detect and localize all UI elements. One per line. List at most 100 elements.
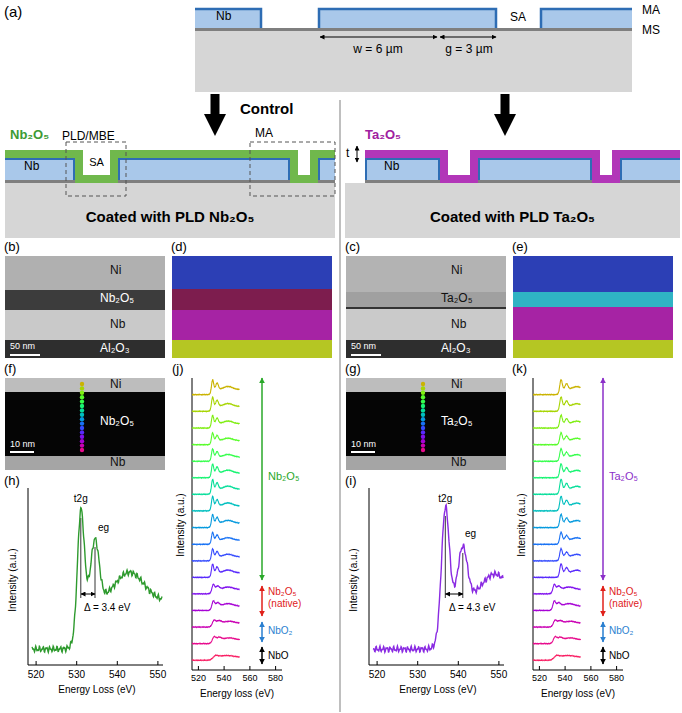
nb2o5-coated-device xyxy=(250,142,335,196)
tem-image xyxy=(346,309,506,340)
panel-letter: (d) xyxy=(171,240,187,255)
ta2o5-coated-device xyxy=(365,150,680,183)
figure-label: Nb₂O₅ xyxy=(100,415,134,429)
tem-image xyxy=(5,256,165,358)
plot-axes xyxy=(602,378,604,580)
figure-label: Al₂O₃ xyxy=(100,342,130,356)
eels-trace xyxy=(533,448,581,461)
control-device xyxy=(540,8,632,28)
eds-map xyxy=(172,340,332,358)
stem-image xyxy=(5,456,165,470)
stem-image xyxy=(346,456,506,470)
control-device xyxy=(195,9,632,28)
scan-point xyxy=(80,404,84,408)
eds-map xyxy=(172,289,332,310)
figure-label: MA xyxy=(255,127,273,141)
eels-trace xyxy=(533,496,581,511)
plot-axes xyxy=(261,586,263,616)
device-band: Control xyxy=(195,8,632,92)
nb2o5-coated-device xyxy=(5,180,75,183)
figure-label: 580 xyxy=(268,673,283,683)
nb2o5-coated-device xyxy=(118,158,290,180)
figure-label: t2g xyxy=(438,493,452,505)
eels-trace xyxy=(533,464,581,478)
eels-spectrum xyxy=(32,508,162,653)
nb2o5-coated-device xyxy=(83,150,110,175)
figure-label: Energy Loss (eV) xyxy=(399,684,476,696)
ta2o5-coated-device xyxy=(366,159,680,180)
tem-image xyxy=(351,354,381,356)
scan-point xyxy=(80,395,84,399)
figure-label: 530 xyxy=(409,669,426,681)
panel-letter: (j) xyxy=(172,362,184,377)
figure-label: Nb xyxy=(451,318,466,332)
plot-axes xyxy=(198,666,275,670)
tem-image xyxy=(346,292,506,307)
eels-trace xyxy=(192,549,240,562)
device-band: Coated with PLD Ta₂O₅ xyxy=(345,140,680,238)
eels-trace xyxy=(533,397,581,412)
eels-trace xyxy=(533,479,581,494)
tem-image xyxy=(5,256,165,290)
figure-label: PLD/MBE xyxy=(62,130,115,144)
scan-point xyxy=(80,430,84,434)
scan-point xyxy=(421,391,425,395)
eels-trace xyxy=(192,601,240,611)
tem-image xyxy=(346,256,506,292)
tem-image xyxy=(5,290,165,310)
scan-point xyxy=(421,430,425,434)
figure-label: Intensity (a.u.) xyxy=(348,548,360,611)
figure-label: Intensity (a.u.) xyxy=(516,493,528,556)
scan-point xyxy=(80,399,84,403)
figure-label: eg xyxy=(98,522,109,534)
control-device xyxy=(320,37,437,38)
scan-point xyxy=(421,395,425,399)
eels-trace xyxy=(192,433,240,445)
figure-label: Nb₂O₅ (native) xyxy=(268,586,326,609)
figure-label: Ni xyxy=(451,378,462,392)
figure-label: Nb xyxy=(451,456,466,470)
stem-image xyxy=(346,378,506,470)
ta2o5-coated-device xyxy=(478,158,592,180)
figure-label: Al₂O₃ xyxy=(441,342,471,356)
figure-label: Ta₂O₅ xyxy=(441,415,473,429)
panel-letter: (g) xyxy=(345,362,361,377)
eels-trace xyxy=(533,514,581,528)
eels-spectrum xyxy=(373,505,503,652)
figure-label: NbO xyxy=(268,650,289,662)
figure-label: 560 xyxy=(583,673,598,683)
eds-map xyxy=(513,256,673,292)
stem-image xyxy=(5,378,165,470)
panel-letter: (i) xyxy=(345,474,357,489)
ta2o5-coated-device xyxy=(345,183,680,238)
scan-points xyxy=(421,382,425,452)
eds-map xyxy=(172,310,332,340)
panel-divider xyxy=(339,100,341,712)
figure-label: Ni xyxy=(451,264,462,278)
eds-map xyxy=(513,307,673,340)
figure-label: Intensity (a.u.) xyxy=(7,548,19,611)
figure-label: MA xyxy=(642,4,660,18)
figure-label: Energy loss (eV) xyxy=(541,688,615,700)
stem-image xyxy=(5,378,165,470)
eels-trace xyxy=(533,532,581,545)
plot-axes xyxy=(539,666,616,670)
node-title: Control xyxy=(240,100,293,118)
plot-axes xyxy=(377,661,499,665)
plot-axes xyxy=(261,647,263,664)
panel-letter: (e) xyxy=(512,240,528,255)
tem-image xyxy=(5,340,165,358)
eels-trace xyxy=(192,479,240,494)
ta2o5-coated-device xyxy=(620,180,680,183)
eels-trace xyxy=(192,564,240,577)
figure-label: 10 nm xyxy=(10,439,35,449)
scan-point xyxy=(421,399,425,403)
figure-label: Nb₂O₅ xyxy=(10,128,49,143)
panel-letter: (f) xyxy=(4,362,16,377)
nb2o5-coated-device xyxy=(5,159,335,180)
scan-point xyxy=(80,391,84,395)
panel-letter: (h) xyxy=(4,474,20,489)
figure-label: 520 xyxy=(369,669,386,681)
tem-image xyxy=(346,256,506,358)
scan-point xyxy=(421,421,425,425)
